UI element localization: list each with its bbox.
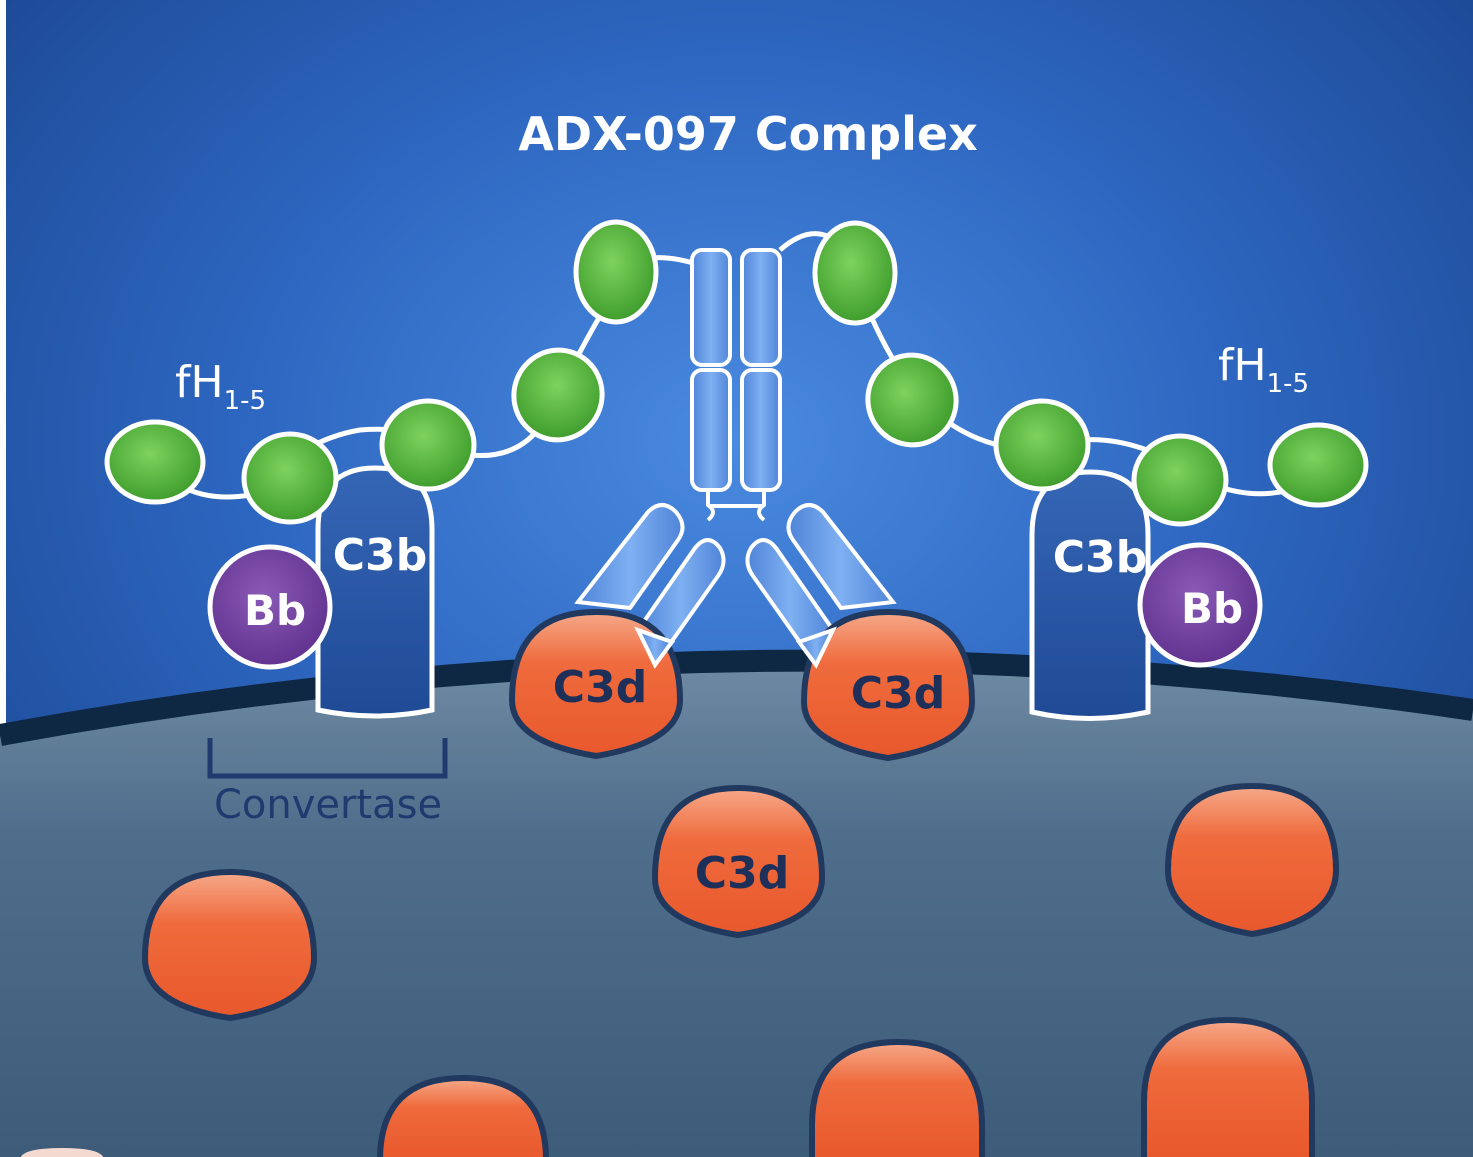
antibody-fab-right-outer <box>786 503 897 611</box>
convertase-bracket <box>207 738 448 779</box>
fh-domain-right-5 <box>1267 422 1369 508</box>
fh-domain-right-4 <box>1131 433 1229 527</box>
c3d-dome-bottom-left <box>377 1074 549 1157</box>
fh-label-right-main: fH <box>1218 340 1267 391</box>
c3d-dome-left <box>141 868 318 1022</box>
c3d-dome-bottom-right <box>1141 1016 1315 1157</box>
diagram-title: ADX-097 Complex <box>518 107 977 161</box>
fh-domain-left-1 <box>104 419 206 505</box>
c3d-free-center-label: C3d <box>695 848 789 899</box>
bb-right <box>1137 542 1263 668</box>
antibody <box>574 248 897 669</box>
fh-domain-left-3 <box>379 398 477 492</box>
cell-membrane <box>0 649 1473 746</box>
antibody-heavy-right-top <box>740 248 782 367</box>
pale-dome-corner <box>20 1148 104 1157</box>
antibody-fab-left-tip <box>634 626 676 669</box>
c3d-bound-right-label: C3d <box>851 668 945 719</box>
c3d-bound-left-label: C3d <box>553 662 647 713</box>
c3b-right-label: C3b <box>1053 532 1147 583</box>
left-border <box>0 0 6 1157</box>
fh-label-right-sub: 1-5 <box>1267 369 1309 399</box>
antibody-fab-right-inner <box>745 538 836 669</box>
c3d-dome-bottom-center <box>809 1038 985 1157</box>
c3b-left-label: C3b <box>333 530 427 581</box>
fh-domain-left-4 <box>511 347 605 443</box>
c3d-dome-right-upper <box>1164 782 1340 938</box>
fh-label-right: fH1-5 <box>1218 340 1309 399</box>
antibody-fab-left-outer <box>574 503 685 611</box>
bb-left <box>207 544 333 670</box>
c3d-free-center <box>651 784 826 939</box>
c3b-right <box>1029 469 1151 721</box>
antibody-heavy-left-bottom <box>690 368 732 492</box>
fh-label-left-sub: 1-5 <box>224 386 266 416</box>
fh-domain-right-3 <box>993 398 1091 492</box>
fh-label-left: fH1-5 <box>175 357 266 416</box>
fh-domain-left-2 <box>241 431 339 525</box>
fh-domain-right-1 <box>812 220 898 326</box>
fh-domain-left-5 <box>573 219 659 325</box>
convertase-label: Convertase <box>214 782 442 828</box>
antibody-heavy-right-bottom <box>740 368 782 492</box>
fh-label-left-main: fH <box>175 357 224 408</box>
bb-right-label: Bb <box>1181 584 1243 633</box>
c3d-bound-right <box>800 608 976 762</box>
antibody-hinge <box>706 490 766 522</box>
bb-left-label: Bb <box>244 586 306 635</box>
antibody-heavy-left-top <box>690 248 732 367</box>
c3d-bound-left <box>508 608 684 760</box>
antibody-fab-right-tip <box>795 626 837 669</box>
fh-domain-right-2 <box>865 352 959 448</box>
c3b-left <box>315 465 435 719</box>
